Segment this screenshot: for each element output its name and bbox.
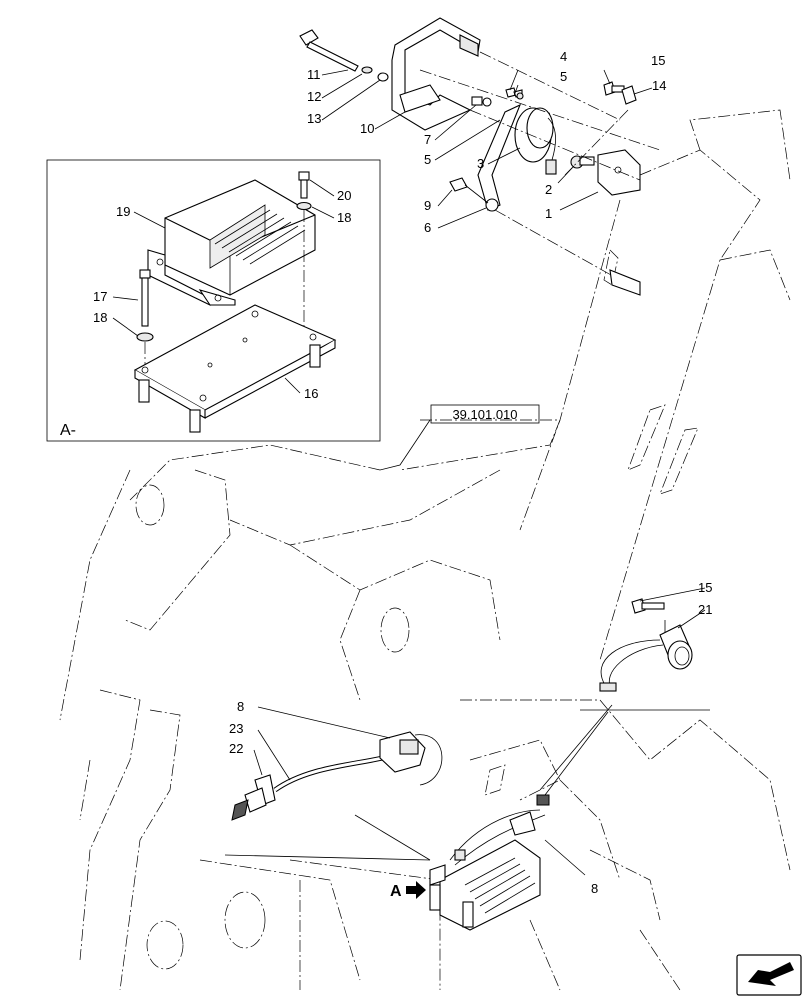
callout-20: 20 xyxy=(337,188,351,203)
bolt-4 xyxy=(505,87,524,100)
screw-2 xyxy=(570,155,595,169)
callout-16: 16 xyxy=(304,386,318,401)
terminal-14 xyxy=(621,85,637,105)
mounting-plate-16 xyxy=(133,304,337,433)
callout-10: 10 xyxy=(360,121,374,136)
machine-outline xyxy=(59,109,791,991)
buzzer-21 xyxy=(599,620,693,692)
controller-module-19 xyxy=(147,179,316,306)
connector-8-top xyxy=(379,731,443,786)
bracket-10 xyxy=(391,17,481,131)
callout-17: 17 xyxy=(93,289,107,304)
back-arrow-icon[interactable] xyxy=(736,954,802,996)
bolt-20 xyxy=(296,171,312,335)
callout-1: 1 xyxy=(545,206,552,221)
callout-22: 22 xyxy=(229,741,243,756)
callout-23: 23 xyxy=(229,721,243,736)
callout-14: 14 xyxy=(652,78,666,93)
callout-8-bottom: 8 xyxy=(591,881,598,896)
view-marker-a: A xyxy=(390,881,426,900)
callout-2: 2 xyxy=(545,182,552,197)
callout-4: 4 xyxy=(560,49,567,64)
washer-13 xyxy=(377,72,389,82)
callout-19: 19 xyxy=(116,204,130,219)
detail-box-a xyxy=(46,159,381,442)
detail-box-title: A- xyxy=(60,422,76,439)
callout-15-right: 15 xyxy=(698,580,712,595)
bolt-11 xyxy=(299,29,359,72)
reference-tag-text: 39.101.010 xyxy=(452,407,517,422)
callout-18-right: 18 xyxy=(337,210,351,225)
bolt-15-right xyxy=(631,598,665,614)
callout-6: 6 xyxy=(424,220,431,235)
bolt-9 xyxy=(449,177,489,204)
bolt-17 xyxy=(136,269,154,372)
beacon-lamp-3 xyxy=(514,107,557,175)
alignment-lines xyxy=(419,51,661,281)
callout-5-top: 5 xyxy=(560,69,567,84)
view-marker-label: A xyxy=(390,883,402,900)
callout-8-top: 8 xyxy=(237,699,244,714)
switch-22 xyxy=(231,774,276,821)
view-arrow-icon xyxy=(406,881,426,899)
callout-13: 13 xyxy=(307,111,321,126)
callout-11: 11 xyxy=(307,67,321,82)
mount-plate-1 xyxy=(597,149,641,196)
bracket-6 xyxy=(477,103,522,212)
callout-leaders xyxy=(112,69,706,876)
callout-18-left: 18 xyxy=(93,310,107,325)
callout-15-top: 15 xyxy=(651,53,665,68)
washer-12 xyxy=(361,66,373,74)
bolt-7 xyxy=(471,96,492,107)
callout-numbers: 11 12 13 10 7 4 5 5 3 15 14 2 1 9 6 20 1… xyxy=(93,49,712,896)
callout-21: 21 xyxy=(698,602,712,617)
callout-12: 12 xyxy=(307,89,321,104)
bracket-clamp xyxy=(609,269,641,296)
ecu-installed xyxy=(429,794,550,931)
callout-9: 9 xyxy=(424,198,431,213)
bolt-15-top xyxy=(603,81,625,96)
callout-7: 7 xyxy=(424,132,431,147)
reference-lines xyxy=(224,419,710,861)
reference-tag[interactable]: 39.101.010 xyxy=(430,404,540,424)
harness-23 xyxy=(273,752,396,793)
callout-5-lower: 5 xyxy=(424,152,431,167)
callout-3: 3 xyxy=(477,156,484,171)
